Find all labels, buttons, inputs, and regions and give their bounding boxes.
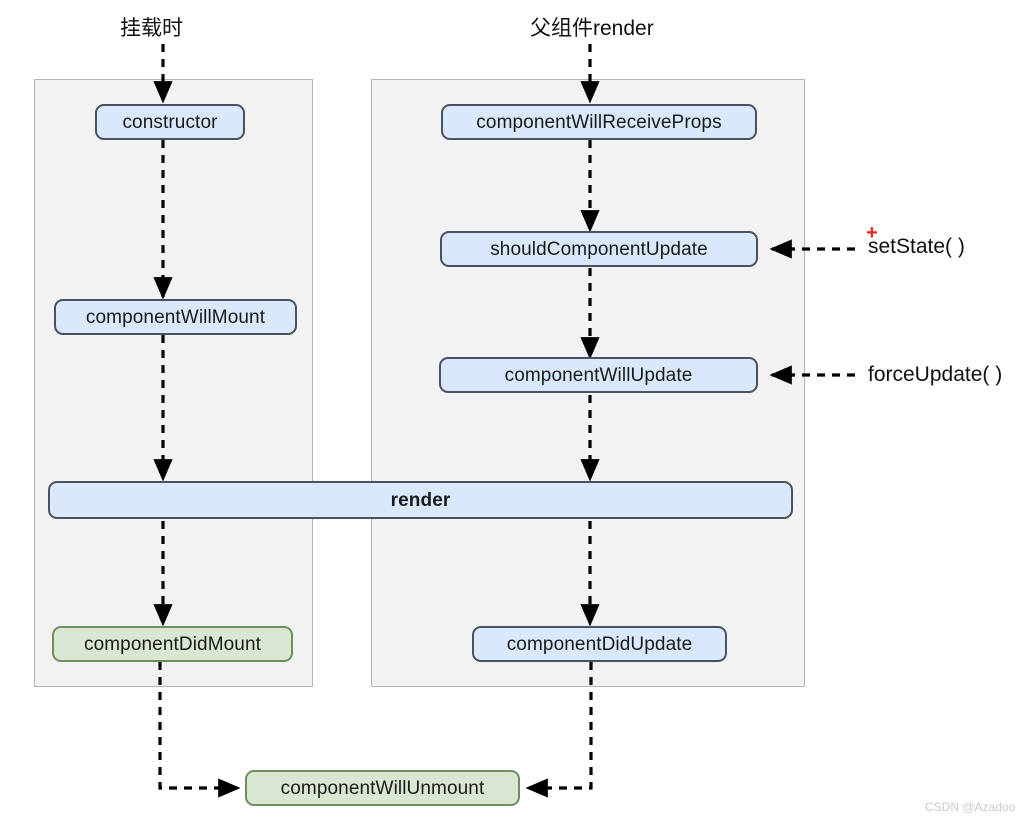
node-component-did-mount[interactable]: componentDidMount	[52, 626, 293, 662]
node-component-will-mount[interactable]: componentWillMount	[54, 299, 297, 335]
node-render[interactable]: render	[48, 481, 793, 519]
update-phase-caption: 父组件render	[530, 17, 654, 40]
watermark: CSDN @Azadoo	[925, 800, 1016, 814]
node-component-did-update[interactable]: componentDidUpdate	[472, 626, 727, 662]
node-should-component-update[interactable]: shouldComponentUpdate	[440, 231, 758, 267]
mount-phase-caption: 挂载时	[120, 17, 183, 40]
mount-phase-panel	[34, 79, 313, 687]
node-component-will-receive-props[interactable]: componentWillReceiveProps	[441, 104, 757, 140]
node-constructor[interactable]: constructor	[95, 104, 245, 140]
node-component-will-unmount[interactable]: componentWillUnmount	[245, 770, 520, 806]
trigger-label-set-state[interactable]: setState( )	[868, 235, 965, 258]
setstate-plus-icon: +	[866, 222, 878, 244]
node-component-will-update[interactable]: componentWillUpdate	[439, 357, 758, 393]
trigger-label-force-update[interactable]: forceUpdate( )	[868, 363, 1003, 386]
